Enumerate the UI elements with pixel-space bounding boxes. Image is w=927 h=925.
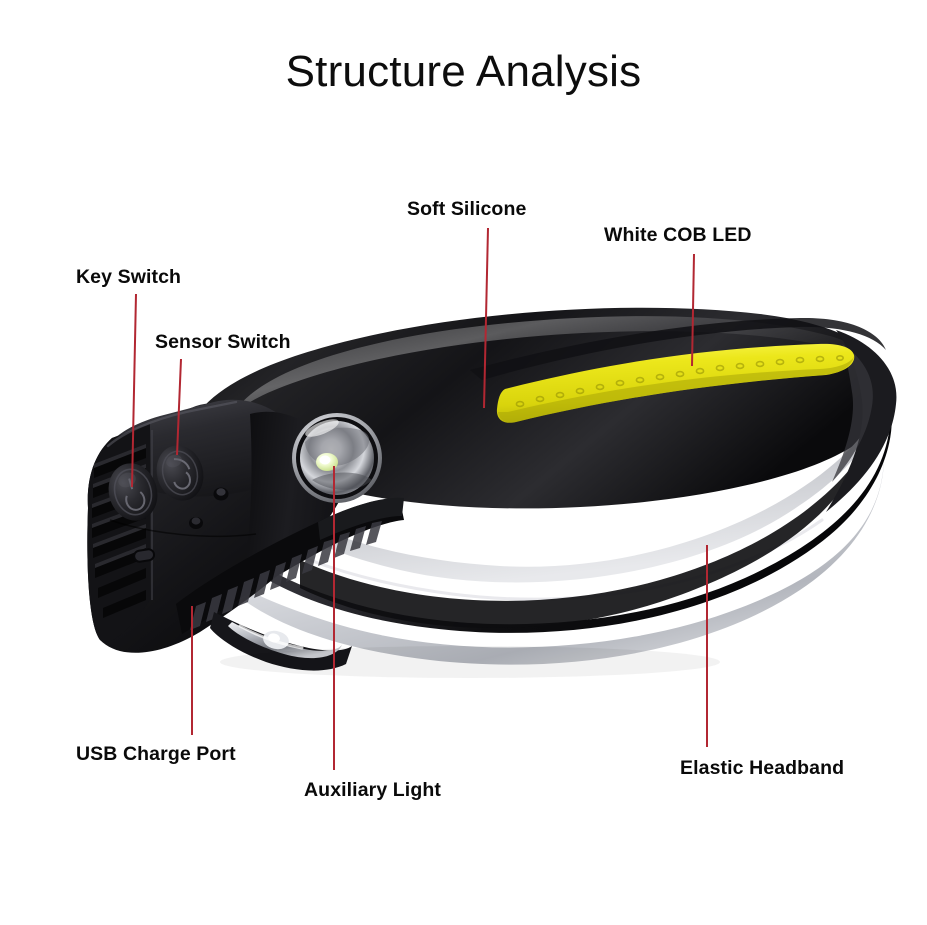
- auxiliary-light-reflection: [238, 624, 304, 650]
- main-led-die-core: [319, 455, 331, 465]
- sensor-wave-icon: [173, 458, 191, 490]
- cob-led-strip-lip: [498, 356, 854, 423]
- sensor-switch-button: [156, 445, 204, 501]
- housing-band-joint: [318, 497, 404, 540]
- usb-port-cover: [133, 548, 156, 563]
- product-shadow: [220, 646, 720, 678]
- power-icon: [125, 478, 146, 511]
- cob-led-dots: [515, 354, 844, 408]
- headband-upper-lip: [470, 317, 886, 380]
- housing-edge-highlight: [106, 400, 238, 448]
- housing-seam: [109, 519, 257, 538]
- main-led-rim-shine: [305, 419, 339, 437]
- headband-inner-cavity: [232, 398, 882, 583]
- callout-label-auxiliary-light: Auxiliary Light: [304, 779, 441, 801]
- auxiliary-light-lens: [228, 622, 342, 659]
- callout-label-usb-charge-port: USB Charge Port: [76, 743, 236, 765]
- cob-led-strip: [496, 343, 855, 423]
- headlamp-housing: [87, 399, 404, 653]
- page-title: Structure Analysis: [285, 47, 642, 96]
- auxiliary-light: [210, 612, 352, 671]
- callout-label-soft-silicone: Soft Silicone: [407, 198, 527, 220]
- main-led-assembly: [292, 413, 382, 503]
- callout-label-elastic-headband: Elastic Headband: [680, 757, 845, 779]
- headband-right-wrap: [826, 330, 897, 512]
- callout-label-sensor-switch: Sensor Switch: [155, 331, 291, 353]
- callout-label-key-switch: Key Switch: [76, 266, 182, 288]
- callout-label-white-cob-led: White COB LED: [604, 224, 752, 246]
- key-switch-button: [108, 463, 158, 521]
- housing-screws: [189, 487, 229, 529]
- housing-lower-ribs: [190, 521, 382, 630]
- headband-right-wrap-highlight: [832, 344, 873, 482]
- headband-top-sheen: [230, 316, 878, 420]
